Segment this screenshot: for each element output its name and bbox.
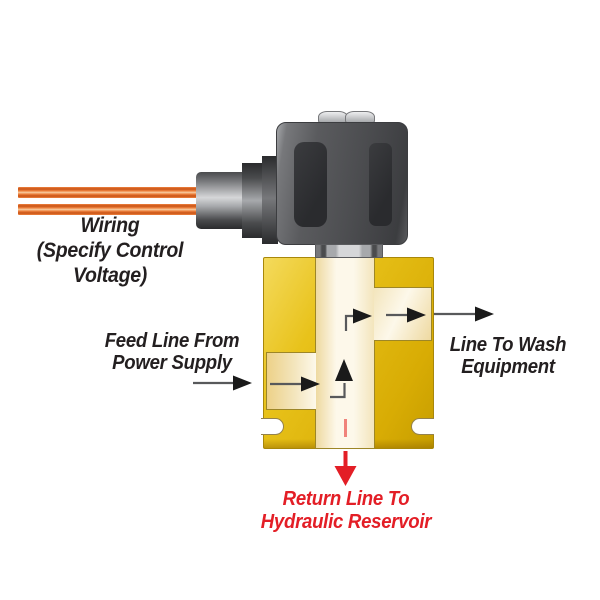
up-flow-elbow-arrow bbox=[330, 359, 353, 399]
wash-equipment-label-line2: Equipment bbox=[461, 356, 555, 378]
feed-inlet-arrow bbox=[193, 375, 252, 391]
inlet-passage-arrow bbox=[270, 376, 320, 392]
mounting-nut bbox=[315, 244, 383, 258]
coil-slot-right bbox=[369, 143, 392, 226]
wire-top bbox=[18, 187, 210, 198]
turn-right-elbow-arrow bbox=[344, 308, 372, 331]
wash-equipment-label-line1: Line To Wash bbox=[449, 334, 567, 356]
outlet-passage-arrow bbox=[386, 307, 426, 323]
wash-equipment-label: Line To Wash Equipment bbox=[434, 334, 583, 378]
coil-slot-left bbox=[294, 142, 327, 227]
return-line-arrow bbox=[334, 419, 357, 486]
wiring-label-title: Wiring bbox=[80, 214, 140, 237]
return-line-label-line2: Hydraulic Reservoir bbox=[260, 511, 432, 533]
wiring-label: Wiring (Specify Control Voltage) bbox=[8, 213, 213, 288]
wash-outlet-arrow bbox=[434, 306, 494, 322]
feed-line-label: Feed Line From Power Supply bbox=[98, 330, 247, 374]
feed-line-label-line1: Feed Line From bbox=[104, 330, 240, 352]
connector-step-ring bbox=[262, 156, 278, 244]
return-line-label-line1: Return Line To bbox=[282, 488, 410, 510]
passage-vertical bbox=[315, 257, 375, 449]
passage-inlet-left bbox=[266, 352, 316, 410]
mounting-notch-right bbox=[411, 418, 434, 435]
mounting-notch-left bbox=[261, 418, 284, 435]
return-line-label: Return Line To Hydraulic Reservoir bbox=[253, 488, 439, 534]
feed-line-label-line2: Power Supply bbox=[112, 352, 232, 374]
wire-bottom bbox=[18, 204, 210, 215]
gland-collar-ring bbox=[242, 163, 264, 238]
cable-gland bbox=[196, 172, 243, 229]
wiring-label-sub: (Specify Control Voltage) bbox=[36, 239, 184, 287]
